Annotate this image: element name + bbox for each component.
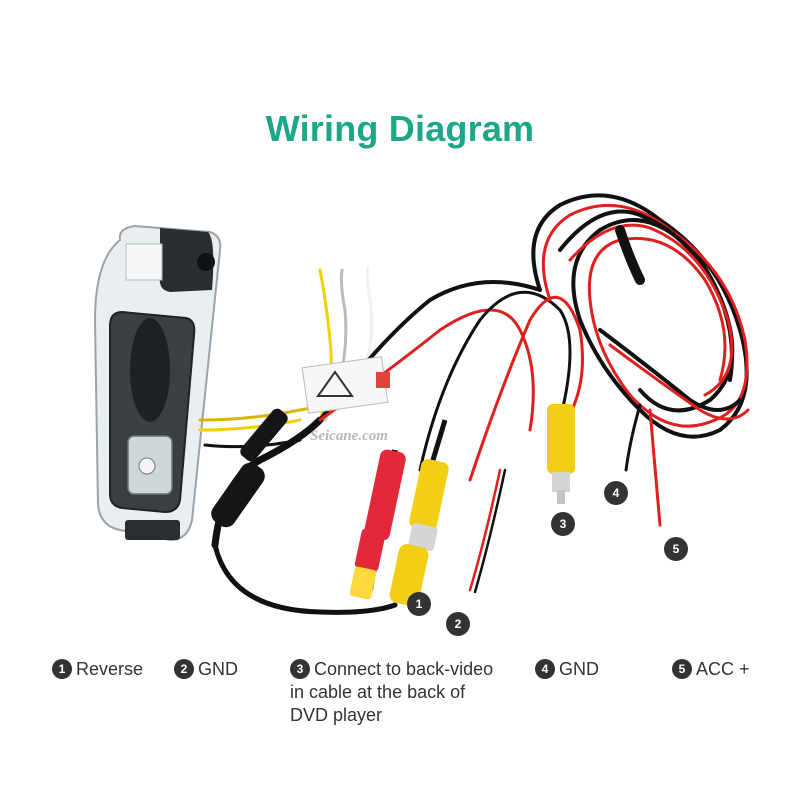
callout-3: 3 — [551, 512, 575, 536]
legend-number: 4 — [535, 659, 555, 679]
svg-text:3: 3 — [560, 517, 567, 531]
diagram-title: Wiring Diagram — [265, 108, 535, 149]
callout-4: 4 — [604, 481, 628, 505]
callout-2: 2 — [446, 612, 470, 636]
legend-text: GND — [198, 659, 238, 679]
callout-1: 1 — [407, 592, 431, 616]
legend-number: 1 — [52, 659, 72, 679]
svg-text:1: 1 — [416, 597, 423, 611]
legend-number: 2 — [174, 659, 194, 679]
red-rca-connector — [349, 449, 406, 600]
legend-text: ACC + — [696, 659, 750, 679]
legend-number: 5 — [672, 659, 692, 679]
yellow-rca-connector — [389, 419, 449, 606]
camera-housing — [93, 224, 222, 542]
svg-text:2: 2 — [455, 617, 462, 631]
legend-text: GND — [559, 659, 599, 679]
rca-plug-video — [547, 404, 575, 504]
callout-5: 5 — [664, 537, 688, 561]
svg-text:5: 5 — [673, 542, 680, 556]
watermark: Seicane.com — [310, 428, 388, 444]
legend-text: Connect to back-video in cable at the ba… — [290, 659, 494, 725]
legend-number: 3 — [290, 659, 310, 679]
inline-filter — [211, 462, 265, 528]
legend-text: Reverse — [76, 659, 144, 679]
svg-text:4: 4 — [613, 486, 620, 500]
label-tag — [301, 356, 390, 414]
